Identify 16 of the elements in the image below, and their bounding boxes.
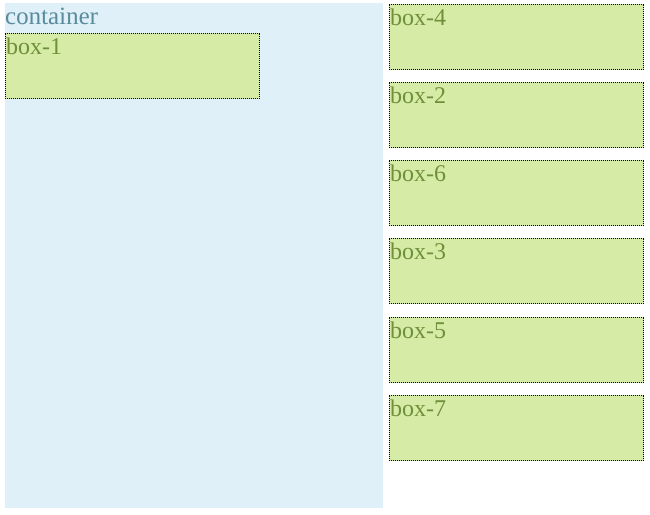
content-box <box>389 82 644 148</box>
box-label: box-3 <box>390 239 446 266</box>
content-box <box>389 238 644 304</box>
box-label: box-6 <box>390 161 446 188</box>
box-label: box-7 <box>390 396 446 422</box>
box-label: box-4 <box>390 5 446 32</box>
content-box <box>389 160 644 226</box>
container-label: container <box>5 3 98 30</box>
content-box <box>389 317 644 383</box>
content-box <box>389 4 644 70</box>
content-box <box>389 395 644 461</box>
box-label: box-1 <box>6 34 62 60</box>
content-box <box>5 33 260 99</box>
box-label: box-5 <box>390 318 446 344</box>
box-label: box-2 <box>390 83 446 110</box>
container-panel <box>5 3 383 508</box>
